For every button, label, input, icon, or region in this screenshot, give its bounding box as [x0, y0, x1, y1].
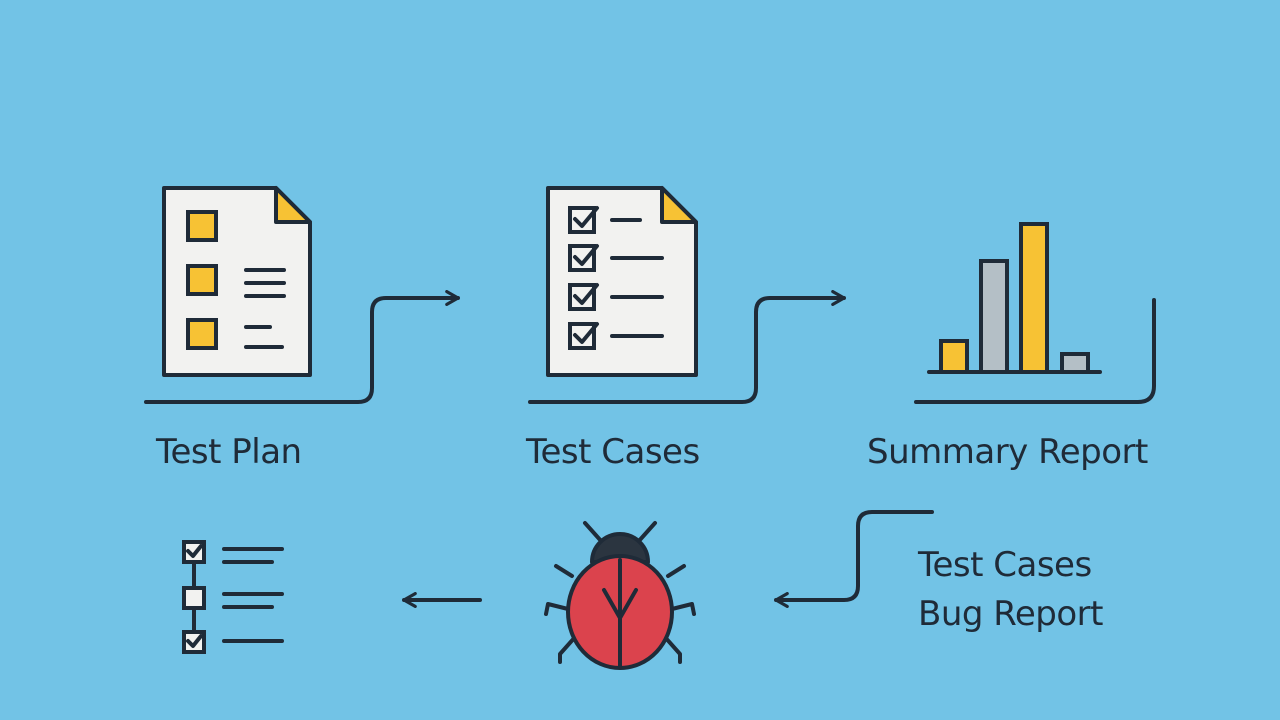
connector-cases-to-summary: [528, 290, 846, 404]
ladybug-icon: [544, 521, 696, 670]
summary-baseline-connector: [914, 298, 1156, 404]
summary-report-label: Summary Report: [867, 432, 1148, 472]
test-cases-label: Test Cases: [526, 432, 700, 472]
test-cases-secondary-label: Test Cases: [918, 545, 1092, 585]
flow-checklist-icon: [182, 540, 284, 654]
connector-plan-to-cases: [144, 290, 460, 404]
checkbox-checked-icon: [568, 244, 599, 272]
checkbox-checked-icon: [568, 206, 599, 234]
test-plan-label: Test Plan: [156, 432, 302, 472]
test-plan-document-icon: [162, 186, 312, 377]
bar-chart-icon: [927, 222, 1102, 374]
test-cases-document-icon: [546, 186, 698, 377]
connector-bugreport-to-bug: [774, 510, 934, 608]
checkbox-checked-icon: [568, 283, 599, 311]
bug-report-label: Bug Report: [918, 594, 1103, 634]
checkbox-checked-icon: [568, 322, 599, 350]
